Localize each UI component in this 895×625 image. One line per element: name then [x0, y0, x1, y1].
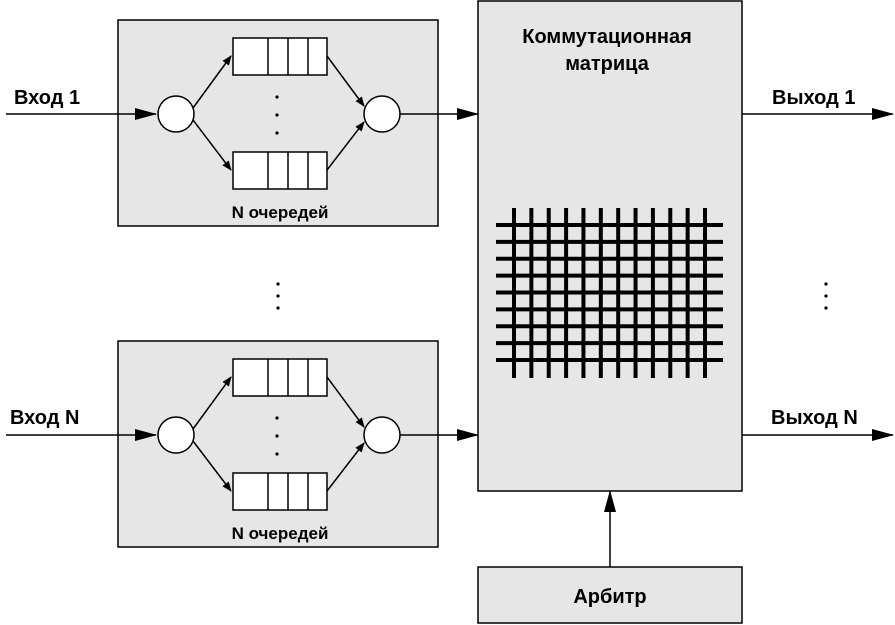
- output-label-1: Выход 1: [772, 87, 855, 109]
- arbiter-box: [477, 566, 743, 624]
- fanin-arrow-top-1: [326, 55, 365, 107]
- queue-ellipsis-1: [275, 95, 279, 135]
- output-ellipsis: [824, 282, 828, 310]
- arbiter: Арбитр: [477, 490, 743, 624]
- fanout-arrow-top-n: [192, 376, 232, 430]
- output-label-n: Выход N: [771, 407, 858, 429]
- queues-caption-1: N очередей: [232, 203, 329, 222]
- input-label-1: Вход 1: [14, 87, 80, 109]
- mux-node-1: [363, 95, 401, 133]
- demux-node-1: [157, 95, 195, 133]
- input-label-n: Вход N: [10, 407, 79, 429]
- queue-bottom-1: [232, 151, 328, 190]
- mux-node-n: [363, 416, 401, 454]
- arbiter-label: Арбитр: [573, 586, 646, 608]
- input-block-n: Вход N N очередей: [6, 340, 479, 548]
- fanin-arrow-top-n: [326, 376, 365, 428]
- fanout-arrow-top-1: [192, 55, 232, 109]
- queues-caption-n: N очередей: [232, 524, 329, 543]
- switch-matrix-title-line2: матрица: [565, 53, 650, 75]
- queue-top-1: [232, 37, 328, 76]
- crossbar-grid: [496, 208, 723, 378]
- fanout-arrow-bottom-1: [192, 119, 232, 171]
- switch-matrix: Коммутационная матрица: [477, 0, 743, 492]
- queue-ellipsis-n: [275, 416, 279, 456]
- fanin-arrow-bottom-n: [326, 442, 365, 492]
- input-ellipsis: [276, 282, 280, 310]
- fanout-arrow-bottom-n: [192, 440, 232, 492]
- fanin-arrow-bottom-1: [326, 121, 365, 171]
- demux-node-n: [157, 416, 195, 454]
- queue-top-n: [232, 358, 328, 397]
- input-block-1: Вход 1 N очередей: [6, 19, 479, 227]
- queue-bottom-n: [232, 472, 328, 511]
- switch-matrix-title-line1: Коммутационная: [522, 26, 692, 48]
